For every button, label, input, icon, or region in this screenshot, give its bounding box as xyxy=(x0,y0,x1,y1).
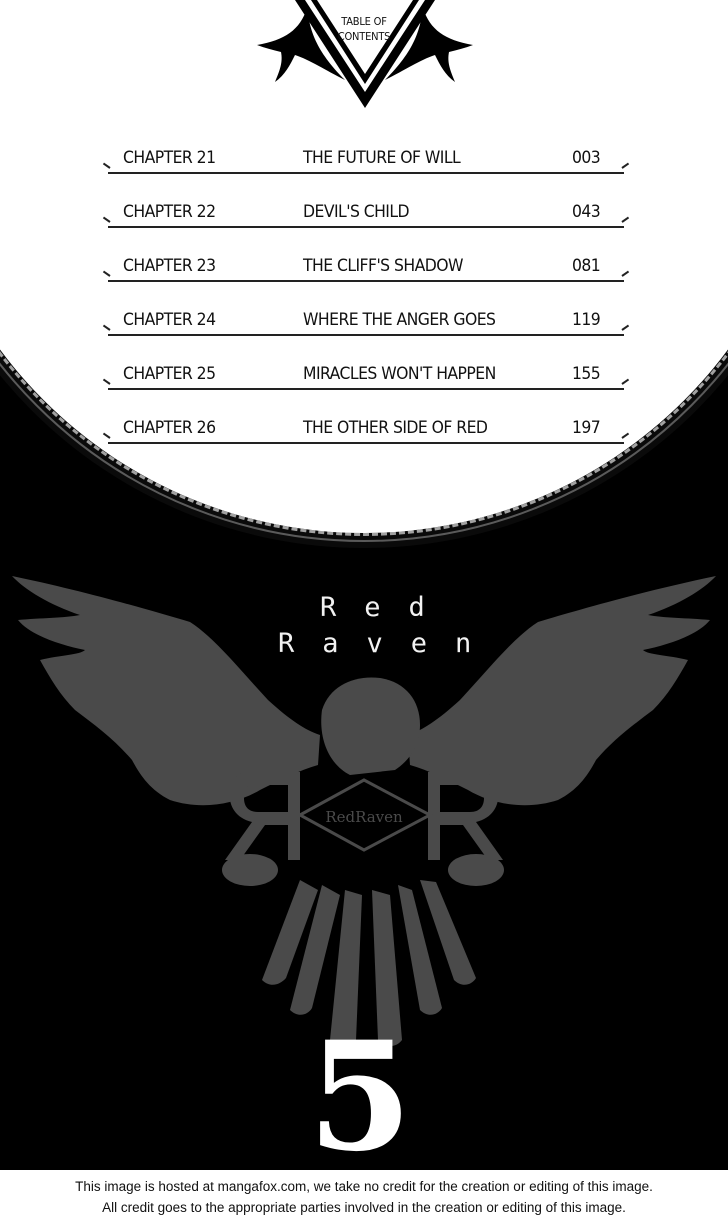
hosting-disclaimer: This image is hosted at mangafox.com, we… xyxy=(0,1170,728,1220)
toc-panel xyxy=(0,0,728,533)
circle-border-line xyxy=(0,0,728,542)
volume-number: 5 xyxy=(307,1009,413,1170)
series-title-line2: Raven xyxy=(278,628,500,659)
chapter-title: WHERE THE ANGER GOES xyxy=(303,310,496,330)
chapter-number: CHAPTER 24 xyxy=(123,310,216,330)
row-divider xyxy=(108,388,624,390)
series-title: Red Raven xyxy=(270,590,500,662)
chapter-page: 043 xyxy=(572,202,601,222)
row-divider xyxy=(108,442,624,444)
chapter-page: 119 xyxy=(572,310,601,330)
chapter-page: 003 xyxy=(572,148,601,168)
toc-header-line: CONTENTS xyxy=(337,30,391,43)
emblem-text: RedRaven xyxy=(325,808,403,826)
chapter-number: CHAPTER 21 xyxy=(123,148,216,168)
toc-row[interactable]: CHAPTER 22 DEVIL'S CHILD 043 xyxy=(104,194,628,248)
raven-emblem-icon: RedRaven xyxy=(12,576,716,1046)
row-divider xyxy=(108,226,624,228)
toc-row[interactable]: CHAPTER 23 THE CLIFF'S SHADOW 081 xyxy=(104,248,628,302)
chapter-page: 155 xyxy=(572,364,601,384)
chapter-title: THE CLIFF'S SHADOW xyxy=(303,256,463,276)
toc-row[interactable]: CHAPTER 26 THE OTHER SIDE OF RED 197 xyxy=(104,410,628,464)
chapter-number: CHAPTER 26 xyxy=(123,418,216,438)
disclaimer-line1: This image is hosted at mangafox.com, we… xyxy=(75,1179,653,1194)
toc-list: CHAPTER 21 THE FUTURE OF WILL 003 CHAPTE… xyxy=(104,140,628,464)
row-divider xyxy=(108,280,624,282)
chapter-number: CHAPTER 23 xyxy=(123,256,216,276)
row-divider xyxy=(108,334,624,336)
toc-row[interactable]: CHAPTER 21 THE FUTURE OF WILL 003 xyxy=(104,140,628,194)
toc-header: TABLE OF CONTENTS xyxy=(318,14,410,44)
chapter-title: DEVIL'S CHILD xyxy=(303,202,410,222)
toc-row[interactable]: CHAPTER 25 MIRACLES WON'T HAPPEN 155 xyxy=(104,356,628,410)
manga-page: TABLE OF CONTENTS CHAPTER 21 THE FUTURE … xyxy=(0,0,728,1170)
chapter-title: THE OTHER SIDE OF RED xyxy=(303,418,488,438)
chapter-title: THE FUTURE OF WILL xyxy=(303,148,461,168)
toc-header-line: TABLE OF xyxy=(341,15,387,28)
chapter-page: 081 xyxy=(572,256,601,276)
toc-row[interactable]: CHAPTER 24 WHERE THE ANGER GOES 119 xyxy=(104,302,628,356)
chapter-title: MIRACLES WON'T HAPPEN xyxy=(303,364,496,384)
disclaimer-line2: All credit goes to the appropriate parti… xyxy=(102,1200,626,1215)
series-title-line1: Red xyxy=(320,592,453,623)
chain-border-icon xyxy=(0,0,728,536)
chapter-page: 197 xyxy=(572,418,601,438)
row-divider xyxy=(108,172,624,174)
v-emblem-icon xyxy=(257,0,473,108)
chapter-number: CHAPTER 22 xyxy=(123,202,216,222)
chapter-number: CHAPTER 25 xyxy=(123,364,216,384)
